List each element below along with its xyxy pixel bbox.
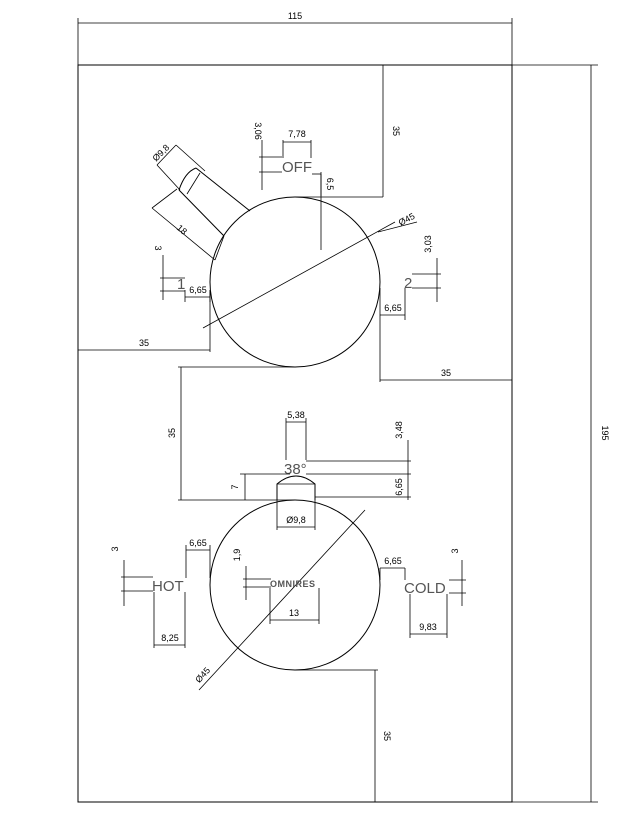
- dim-hot-h-text: 3: [110, 546, 120, 551]
- off-label: OFF: [282, 159, 312, 176]
- dim-pos2: 3,03 6,65: [379, 235, 441, 320]
- dim-temp: 5,38 3,48 6,65: [285, 410, 411, 500]
- dim-cold-w-text: 9,83: [419, 622, 437, 632]
- dim-pos1-gap-text: 6,65: [189, 285, 207, 295]
- cold-label: COLD: [404, 580, 446, 597]
- dim-bottom-margin: 35: [295, 669, 392, 802]
- hot-label: HOT: [152, 578, 184, 595]
- dim-mid-gap-text: 35: [167, 428, 177, 438]
- dim-top-width-text: 115: [288, 11, 302, 21]
- dim-top-width: 115: [77, 11, 513, 65]
- dim-cold-gap-text: 6,65: [384, 556, 402, 566]
- dim-knob-dia-text: Ø9,8: [286, 515, 306, 525]
- dim-brand-w-text: 13: [289, 608, 299, 618]
- dim-hot-w-text: 8,25: [161, 633, 179, 643]
- dim-top-margin: 35: [295, 65, 401, 198]
- dim-right-margin-text: 35: [441, 368, 451, 378]
- pos2-label: 2: [404, 275, 412, 292]
- knob: Ø9,8: [276, 475, 316, 530]
- dim-left-margin-text: 35: [139, 338, 149, 348]
- dim-pos1: 3 6,65: [153, 245, 211, 302]
- dim-temp-w-text: 5,38: [287, 410, 305, 420]
- dim-lever-len-text: 18: [175, 223, 189, 237]
- dim-brand: 1,9 13: [232, 549, 320, 624]
- pos1-label: 1: [177, 276, 185, 293]
- dim-off-w-text: 7,78: [288, 129, 306, 139]
- temp-label: 38°: [284, 461, 307, 478]
- plate-outline: [77, 64, 513, 803]
- dim-mid-gap: 35: [167, 366, 295, 501]
- top-dial-circle: [209, 196, 381, 368]
- dim-right-height-text: 195: [600, 425, 610, 440]
- dim-pos2-h-text: 3,03: [423, 235, 433, 253]
- dim-brand-h-text: 1,9: [232, 549, 242, 562]
- dim-bottom-dial-diameter: Ø45: [193, 509, 366, 691]
- dim-left-margin: 35: [78, 290, 211, 352]
- lever: Ø9,8 18: [150, 142, 251, 261]
- dim-right-height: 195: [512, 64, 610, 803]
- dim-cold-h-text: 3: [450, 548, 460, 553]
- dim-pos1-h-text: 3: [153, 245, 163, 250]
- dim-hot: 3 6,65 8,25: [110, 538, 211, 648]
- dim-hot-gap-text: 6,65: [189, 538, 207, 548]
- dim-cold: 6,65 3 9,83: [379, 548, 466, 638]
- dim-top-dial-diameter-text: Ø45: [397, 211, 417, 228]
- dim-knob-height: 7: [230, 473, 290, 500]
- dim-off-gap-text: 6,5: [325, 178, 335, 191]
- dim-top-margin-text: 35: [391, 126, 401, 136]
- dim-temp-gap-text: 6,65: [394, 478, 404, 496]
- dim-pos2-gap-text: 6,65: [384, 303, 402, 313]
- dim-off: 3,06 7,78 6,5: [253, 122, 335, 196]
- brand-label: OMNIRES: [270, 579, 316, 589]
- dim-bottom-dial-diameter-text: Ø45: [193, 665, 212, 684]
- dim-off-v-text: 3,06: [253, 122, 263, 140]
- dim-right-margin: 35: [379, 320, 512, 382]
- dim-bottom-margin-text: 35: [382, 731, 392, 741]
- dim-knob-h-text: 7: [230, 484, 240, 489]
- dim-temp-h-text: 3,48: [394, 421, 404, 439]
